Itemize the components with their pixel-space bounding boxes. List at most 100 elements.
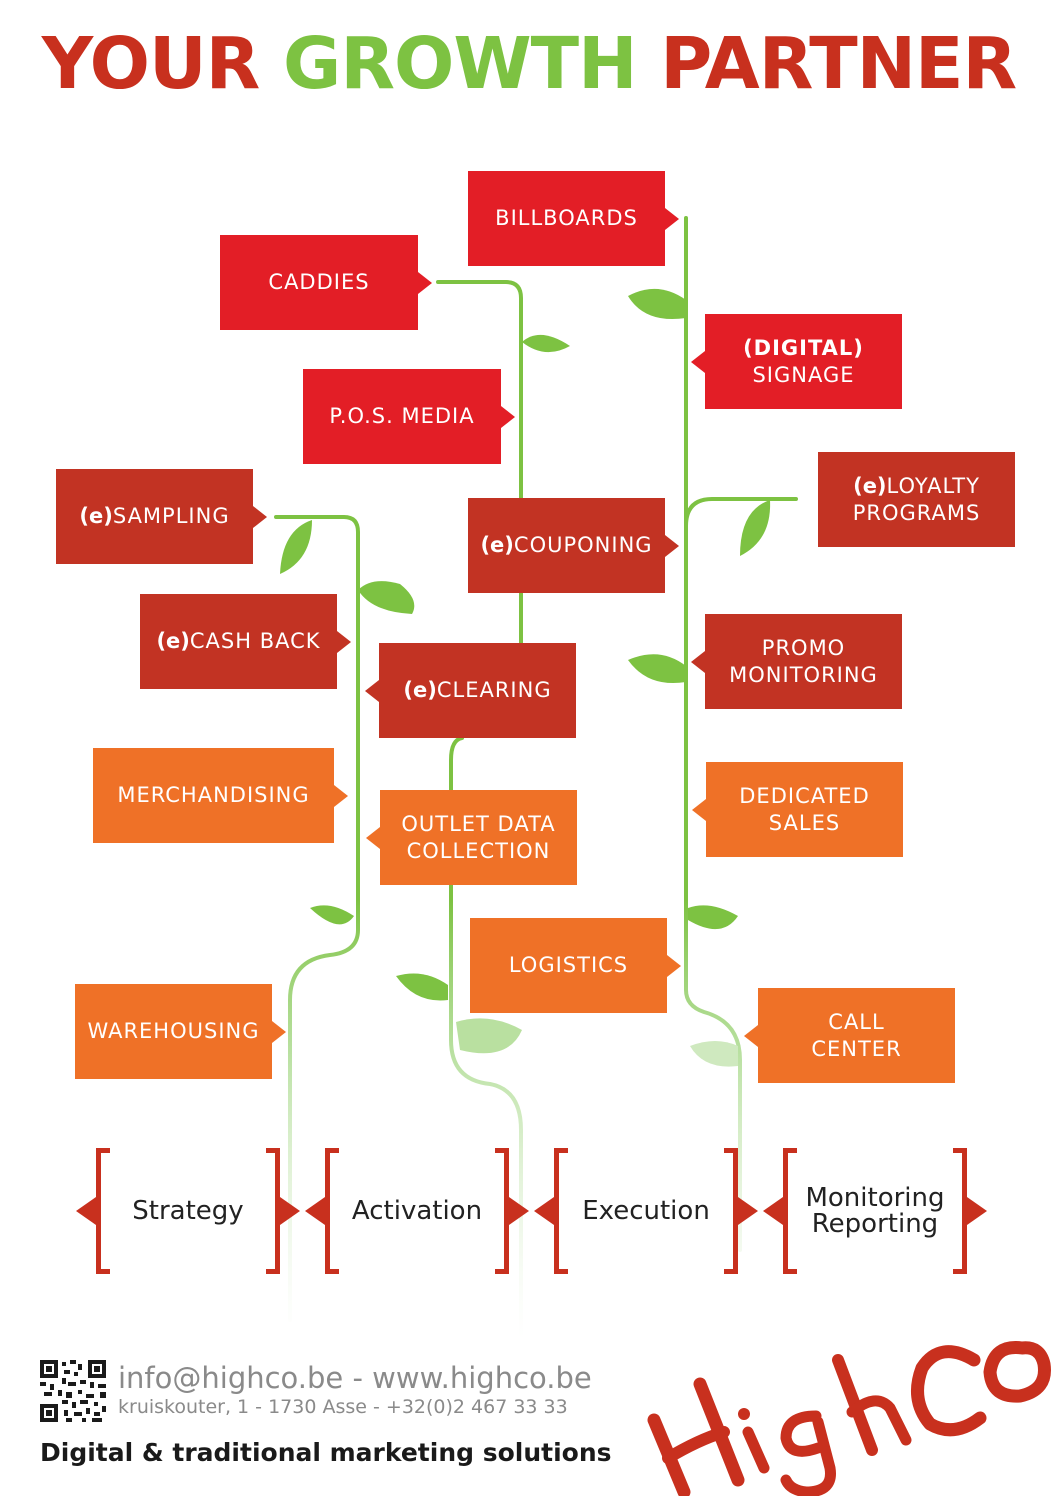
triangle-right-icon xyxy=(509,1197,529,1225)
bracket-left xyxy=(96,1148,110,1274)
box-label: LOYALTY xyxy=(886,473,980,498)
phase-label: Execution xyxy=(582,1196,710,1226)
box-line: (e)CLEARING xyxy=(403,677,551,704)
phase-activation: Activation xyxy=(325,1148,509,1274)
e-loyalty-box: (e)LOYALTY PROGRAMS xyxy=(818,452,1015,547)
arrow-right-icon xyxy=(501,405,515,428)
promo-monitoring-box: PROMO MONITORING xyxy=(691,614,902,709)
leaf xyxy=(628,654,686,684)
arrow-left-icon xyxy=(365,679,379,702)
box-label: COUPONING xyxy=(513,533,653,557)
logistics-box: LOGISTICS xyxy=(470,918,681,1013)
tagline: Digital & traditional marketing solution… xyxy=(40,1438,612,1467)
phase-label: Activation xyxy=(351,1196,483,1226)
vine-outlet xyxy=(449,736,523,1342)
box-label: P.O.S. MEDIA xyxy=(329,404,475,428)
e-prefix: (e) xyxy=(156,629,190,653)
bracket-left xyxy=(783,1148,797,1274)
caddies-box: CADDIES xyxy=(220,235,432,330)
phase-monitoring-reporting: Monitoring Reporting xyxy=(783,1148,967,1274)
box-label: OUTLET DATA xyxy=(401,811,556,836)
box-label: PROMO xyxy=(761,635,846,660)
e-prefix: (e) xyxy=(403,678,437,702)
contact-info: info@highco.be - www.highco.be xyxy=(118,1361,592,1395)
arrow-left-icon xyxy=(692,798,706,821)
box-line: (e)SAMPLING xyxy=(79,503,229,530)
triangle-left-icon xyxy=(534,1197,554,1225)
merchandising-box: MERCHANDISING xyxy=(93,748,348,843)
box-label: LOGISTICS xyxy=(508,953,629,977)
bracket-left xyxy=(325,1148,339,1274)
billboards-box: BILLBOARDS xyxy=(468,171,679,266)
leaf xyxy=(740,500,771,556)
vine-right xyxy=(684,216,742,1252)
arrow-right-icon xyxy=(253,505,267,528)
box-label: PROGRAMS xyxy=(852,500,981,525)
e-cash-back-box: (e)CASH BACK xyxy=(140,594,351,689)
e-sampling-box: (e)SAMPLING xyxy=(56,469,267,564)
triangle-right-icon xyxy=(280,1197,300,1225)
title-growth: GROWTH xyxy=(283,22,637,105)
leaf xyxy=(310,905,354,925)
e-couponing-box: (e)COUPONING xyxy=(468,498,679,593)
box-label: SIGNAGE xyxy=(752,362,855,387)
leaf xyxy=(396,973,448,1001)
e-prefix: (e) xyxy=(79,504,113,528)
box-label: BILLBOARDS xyxy=(495,206,638,230)
bracket-right xyxy=(495,1148,509,1274)
box-label: SALES xyxy=(768,810,841,835)
warehousing-box: WAREHOUSING xyxy=(75,984,286,1079)
triangle-right-icon xyxy=(967,1197,987,1225)
box-label: SAMPLING xyxy=(112,504,230,528)
vine-left xyxy=(274,515,360,1322)
arrow-left-icon xyxy=(744,1024,758,1047)
box-label: CLEARING xyxy=(436,678,552,702)
e-prefix: (e) xyxy=(853,473,887,498)
leaf xyxy=(280,520,312,574)
bracket-left xyxy=(554,1148,568,1274)
box-label: DEDICATED xyxy=(739,783,870,808)
title-partner: PARTNER xyxy=(636,22,1017,105)
bracket-right xyxy=(953,1148,967,1274)
leaf xyxy=(522,334,570,353)
box-label: COLLECTION xyxy=(406,838,551,863)
leaf xyxy=(690,1041,738,1067)
leaf xyxy=(358,581,415,614)
pos-media-box: P.O.S. MEDIA xyxy=(303,369,515,464)
box-label: MERCHANDISING xyxy=(117,783,310,807)
qr-code-icon xyxy=(40,1360,106,1422)
triangle-left-icon xyxy=(76,1197,96,1225)
title-your: YOUR xyxy=(41,22,284,105)
leaves xyxy=(280,288,771,1067)
box-label: CASH BACK xyxy=(189,629,321,653)
arrow-right-icon xyxy=(667,954,681,977)
e-clearing-box: (e)CLEARING xyxy=(365,643,576,738)
leaf xyxy=(688,905,738,930)
triangle-left-icon xyxy=(763,1197,783,1225)
bracket-right xyxy=(266,1148,280,1274)
outlet-data-box: OUTLET DATA COLLECTION xyxy=(366,790,577,885)
triangle-left-icon xyxy=(305,1197,325,1225)
phase-label: Monitoring Reporting xyxy=(805,1183,945,1239)
phase-strategy: Strategy xyxy=(96,1148,280,1274)
box-line: (e)COUPONING xyxy=(480,532,652,559)
arrow-right-icon xyxy=(337,630,351,653)
leaf xyxy=(628,288,686,320)
vine-loyalty-branch xyxy=(684,497,798,528)
leaf xyxy=(456,1018,522,1054)
dedicated-sales-box: DEDICATED SALES xyxy=(692,762,903,857)
address-text: kruiskouter, 1 - 1730 Asse - +32(0)2 467… xyxy=(118,1396,568,1418)
phase-label: Strategy xyxy=(132,1196,244,1226)
digital-signage-box: (DIGITAL) SIGNAGE xyxy=(691,314,902,409)
arrow-left-icon xyxy=(691,650,705,673)
call-center-box: CALL CENTER xyxy=(744,988,955,1083)
arrow-right-icon xyxy=(665,207,679,230)
arrow-left-icon xyxy=(691,350,705,373)
triangle-right-icon xyxy=(738,1197,758,1225)
box-label: CENTER xyxy=(811,1036,902,1061)
box-label: CADDIES xyxy=(268,270,370,294)
vine-middle xyxy=(436,280,523,647)
arrow-right-icon xyxy=(665,534,679,557)
arrow-right-icon xyxy=(418,271,432,294)
box-label: WAREHOUSING xyxy=(87,1019,260,1043)
